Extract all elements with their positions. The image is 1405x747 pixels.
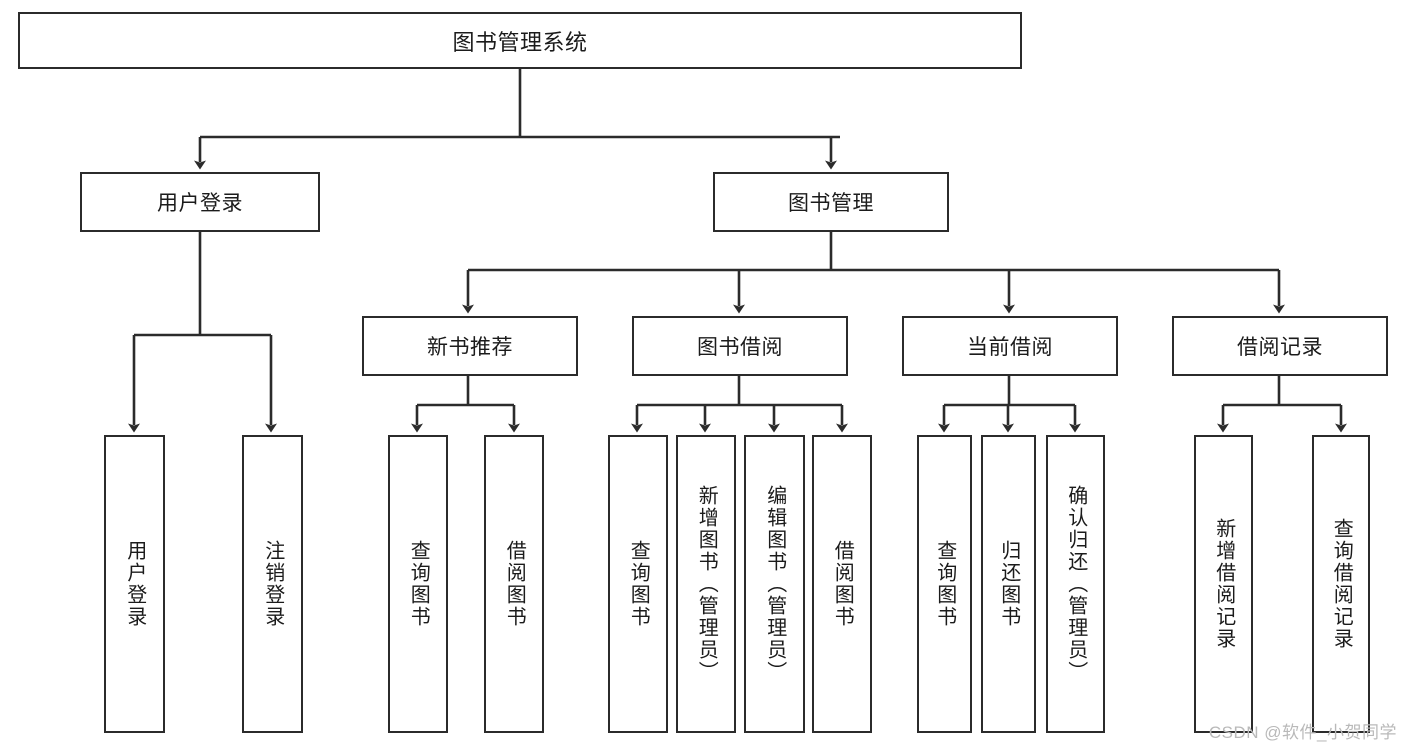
- node-leaf-add-record[interactable]: 新增借阅记录: [1194, 435, 1253, 733]
- edge-record-to-leaves: [1217, 376, 1347, 433]
- edge-bookmanage-to-level3: [462, 232, 1285, 314]
- node-new-book-recommend-label: 新书推荐: [427, 336, 513, 359]
- node-leaf-borrow-book-2-label: 借阅图书: [831, 540, 854, 628]
- node-leaf-borrow-book-1[interactable]: 借阅图书: [484, 435, 544, 733]
- node-leaf-query-book-3[interactable]: 查询图书: [917, 435, 972, 733]
- node-root[interactable]: 图书管理系统: [18, 12, 1022, 69]
- node-leaf-borrow-book-2[interactable]: 借阅图书: [812, 435, 872, 733]
- node-user-login-label: 用户登录: [157, 192, 243, 215]
- node-leaf-query-book-2[interactable]: 查询图书: [608, 435, 668, 733]
- node-user-login[interactable]: 用户登录: [80, 172, 320, 232]
- node-new-book-recommend[interactable]: 新书推荐: [362, 316, 578, 376]
- node-book-manage[interactable]: 图书管理: [713, 172, 949, 232]
- node-leaf-user-login-label: 用户登录: [123, 540, 146, 628]
- edge-userlogin-to-leaves: [128, 232, 277, 433]
- node-leaf-query-book-1[interactable]: 查询图书: [388, 435, 448, 733]
- node-book-borrow[interactable]: 图书借阅: [632, 316, 848, 376]
- node-root-label: 图书管理系统: [452, 29, 588, 55]
- node-leaf-logout-label: 注销登录: [261, 540, 284, 628]
- node-leaf-query-book-3-label: 查询图书: [933, 540, 956, 628]
- node-current-borrow[interactable]: 当前借阅: [902, 316, 1118, 376]
- edge-root-to-level2: [194, 69, 840, 170]
- node-leaf-edit-book-label: 编辑图书（管理员）: [763, 485, 786, 683]
- watermark: CSDN @软件_小贺同学: [1208, 723, 1397, 742]
- node-book-borrow-label: 图书借阅: [697, 336, 783, 359]
- node-leaf-add-book-label: 新增图书（管理员）: [695, 485, 718, 683]
- node-leaf-borrow-book-1-label: 借阅图书: [503, 540, 526, 628]
- node-leaf-return-book-label: 归还图书: [997, 540, 1020, 628]
- node-leaf-return-book[interactable]: 归还图书: [981, 435, 1036, 733]
- edge-borrow-to-leaves: [631, 376, 848, 433]
- node-leaf-confirm-return[interactable]: 确认归还（管理员）: [1046, 435, 1105, 733]
- node-book-manage-label: 图书管理: [788, 192, 874, 215]
- node-leaf-query-record-label: 查询借阅记录: [1330, 518, 1353, 650]
- node-leaf-query-record[interactable]: 查询借阅记录: [1312, 435, 1370, 733]
- node-current-borrow-label: 当前借阅: [967, 336, 1053, 359]
- node-leaf-query-book-1-label: 查询图书: [407, 540, 430, 628]
- node-leaf-confirm-return-label: 确认归还（管理员）: [1064, 485, 1087, 683]
- edge-recommend-to-leaves: [411, 376, 520, 433]
- node-leaf-user-login[interactable]: 用户登录: [104, 435, 165, 733]
- node-leaf-edit-book[interactable]: 编辑图书（管理员）: [744, 435, 805, 733]
- node-leaf-add-record-label: 新增借阅记录: [1212, 518, 1235, 650]
- node-leaf-query-book-2-label: 查询图书: [627, 540, 650, 628]
- node-borrow-record[interactable]: 借阅记录: [1172, 316, 1388, 376]
- node-leaf-add-book[interactable]: 新增图书（管理员）: [676, 435, 736, 733]
- node-leaf-logout[interactable]: 注销登录: [242, 435, 303, 733]
- edge-current-to-leaves: [938, 376, 1081, 433]
- node-borrow-record-label: 借阅记录: [1237, 336, 1323, 359]
